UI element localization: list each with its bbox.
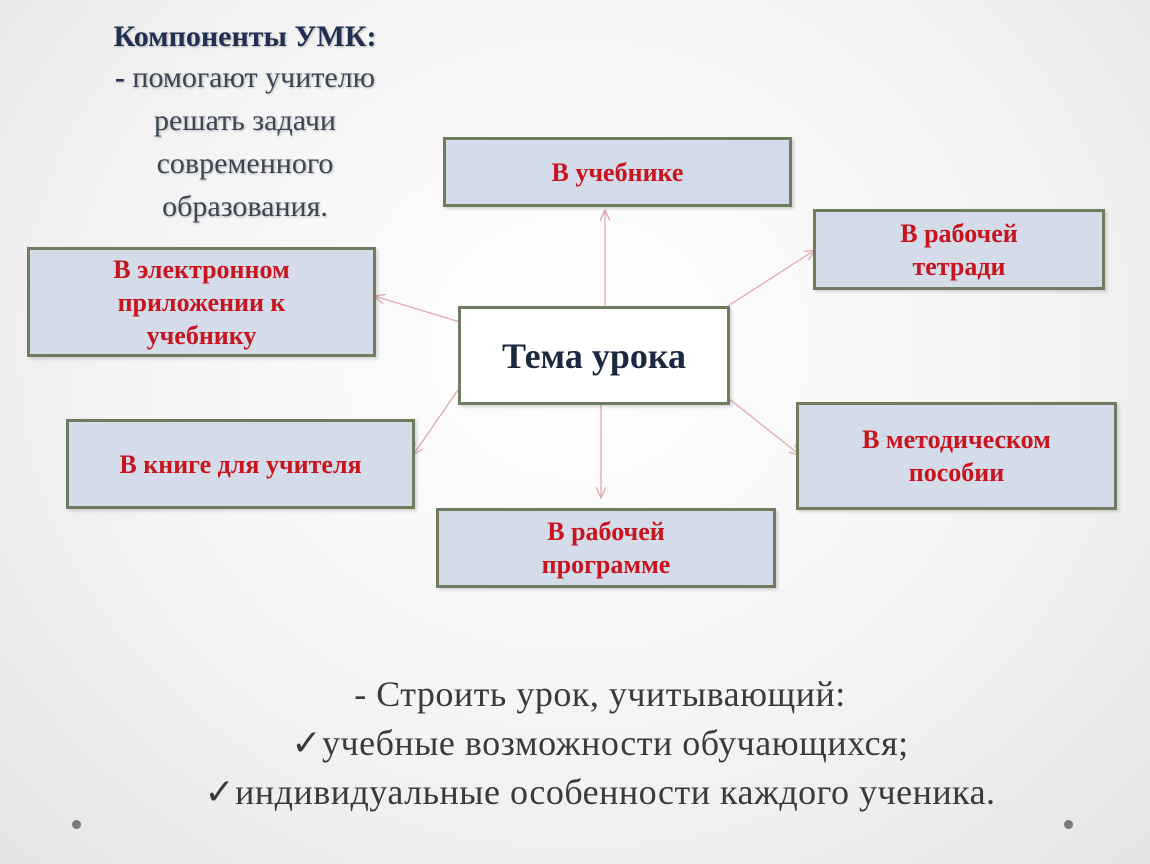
checkmark-icon: ✓ bbox=[204, 772, 236, 812]
box-work-program: В рабочей программе bbox=[436, 508, 776, 588]
bottom-text-block: - Строить урок, учитывающий: ✓учебные во… bbox=[100, 670, 1100, 817]
heading-subtitle-line-2: решать задачи bbox=[154, 104, 336, 137]
decorative-dot-right bbox=[1064, 820, 1073, 829]
bottom-line-2: ✓учебные возможности обучающихся; bbox=[100, 719, 1100, 768]
heading-dash: - bbox=[114, 61, 125, 94]
heading-subtitle-line-4: образования. bbox=[162, 190, 328, 223]
arrow-to-teacher-book bbox=[413, 389, 459, 455]
heading-subtitle-line-1: - помогают учителю bbox=[60, 56, 430, 99]
heading-subtitle-text-1: помогают учителю bbox=[132, 61, 376, 94]
decorative-dot-left bbox=[72, 820, 81, 829]
box-teacher-book-label: В книге для учителя bbox=[119, 449, 362, 479]
box-electronic-supplement-label: В электронном приложении к учебнику bbox=[113, 254, 290, 350]
heading-title: Компоненты УМК: bbox=[113, 20, 377, 53]
box-textbook: В учебнике bbox=[443, 137, 792, 207]
box-methodical-guide: В методическом пособии bbox=[796, 402, 1117, 510]
box-textbook-label: В учебнике bbox=[551, 157, 684, 187]
center-topic-label: Тема урока bbox=[501, 335, 687, 376]
bottom-line-1: - Строить урок, учитывающий: bbox=[354, 674, 846, 714]
center-topic-box: Тема урока bbox=[458, 306, 730, 405]
heading-block: Компоненты УМК: - помогают учителю решат… bbox=[60, 18, 430, 228]
box-electronic-supplement: В электронном приложении к учебнику bbox=[27, 247, 376, 357]
bottom-line-3-text: индивидуальные особенности каждого учени… bbox=[235, 772, 996, 812]
box-methodical-guide-label: В методическом пособии bbox=[862, 425, 1051, 487]
bottom-line-2-text: учебные возможности обучающихся; bbox=[322, 723, 909, 763]
arrow-to-methodical bbox=[727, 397, 800, 455]
box-workbook-label: В рабочей тетради bbox=[900, 218, 1018, 281]
checkmark-icon: ✓ bbox=[291, 723, 323, 763]
heading-subtitle-line-3: современного bbox=[156, 147, 334, 180]
box-work-program-label: В рабочей программе bbox=[541, 517, 671, 579]
bottom-line-3: ✓индивидуальные особенности каждого учен… bbox=[100, 768, 1100, 817]
box-teacher-book: В книге для учителя bbox=[66, 419, 415, 509]
arrow-to-workbook bbox=[727, 250, 815, 307]
box-workbook: В рабочей тетради bbox=[813, 209, 1105, 290]
arrow-to-electronic bbox=[374, 296, 461, 323]
